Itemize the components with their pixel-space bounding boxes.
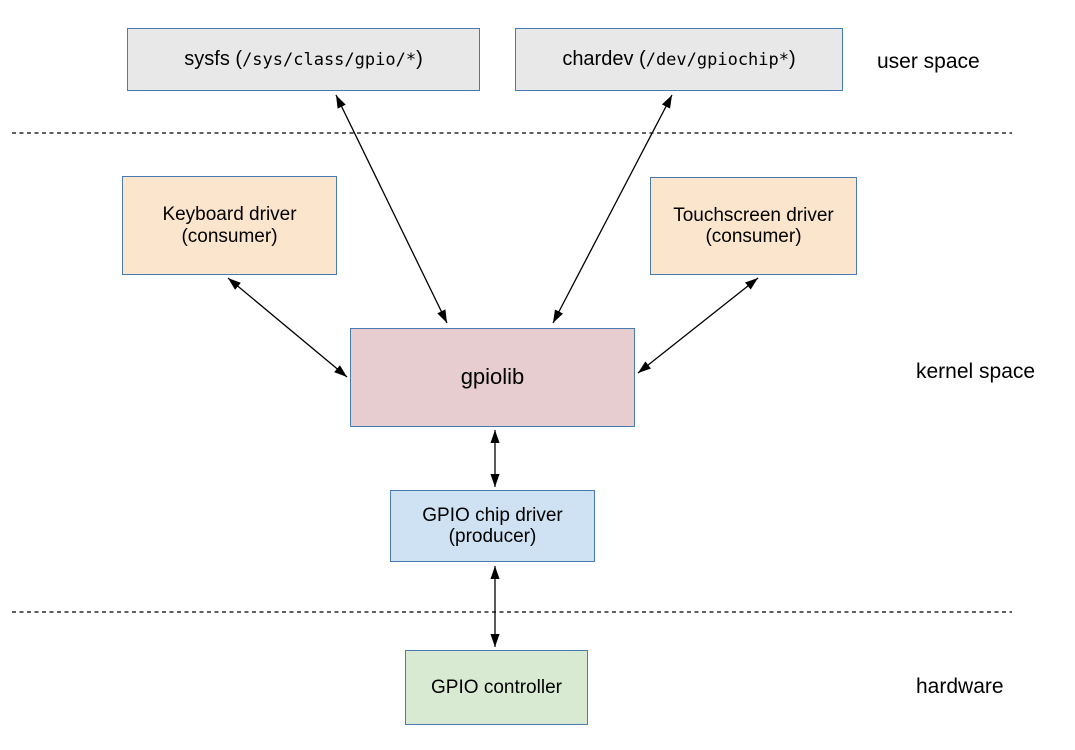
gpio-chip-driver-role: (producer) [448,526,537,547]
sysfs-label: sysfs (/sys/class/gpio/*) [184,48,423,71]
node-gpio-chip-driver: GPIO chip driver (producer) [390,490,595,562]
keyboard-driver-label: Keyboard driver [162,204,297,226]
touchscreen-driver-label: Touchscreen driver [673,204,834,226]
arrow-touchscreen-gpiolib [637,277,759,374]
keyboard-driver-role: (consumer) [181,225,278,247]
chardev-label: chardev (/dev/gpiochip*) [562,48,796,71]
node-sysfs: sysfs (/sys/class/gpio/*) [127,28,480,91]
gpio-controller-label: GPIO controller [431,676,562,698]
gpiolib-label: gpiolib [460,364,525,390]
chardev-path: /dev/gpiochip* [645,50,789,71]
touchscreen-driver-role: (consumer) [705,226,802,247]
node-keyboard-driver: Keyboard driver (consumer) [122,176,337,275]
zone-label-hardware: hardware [916,675,1004,698]
node-touchscreen-driver: Touchscreen driver (consumer) [650,177,857,275]
arrow-sysfs-gpiolib [335,94,448,324]
node-gpio-controller: GPIO controller [405,650,588,725]
zone-label-user-space: user space [877,50,980,73]
arrow-keyboard-gpiolib [227,277,348,378]
zone-label-kernel-space: kernel space [916,360,1036,383]
gpio-chip-driver-label: GPIO chip driver [422,504,563,526]
sysfs-path: /sys/class/gpio/* [242,50,417,71]
node-gpiolib: gpiolib [350,328,635,427]
node-chardev: chardev (/dev/gpiochip*) [515,28,843,91]
